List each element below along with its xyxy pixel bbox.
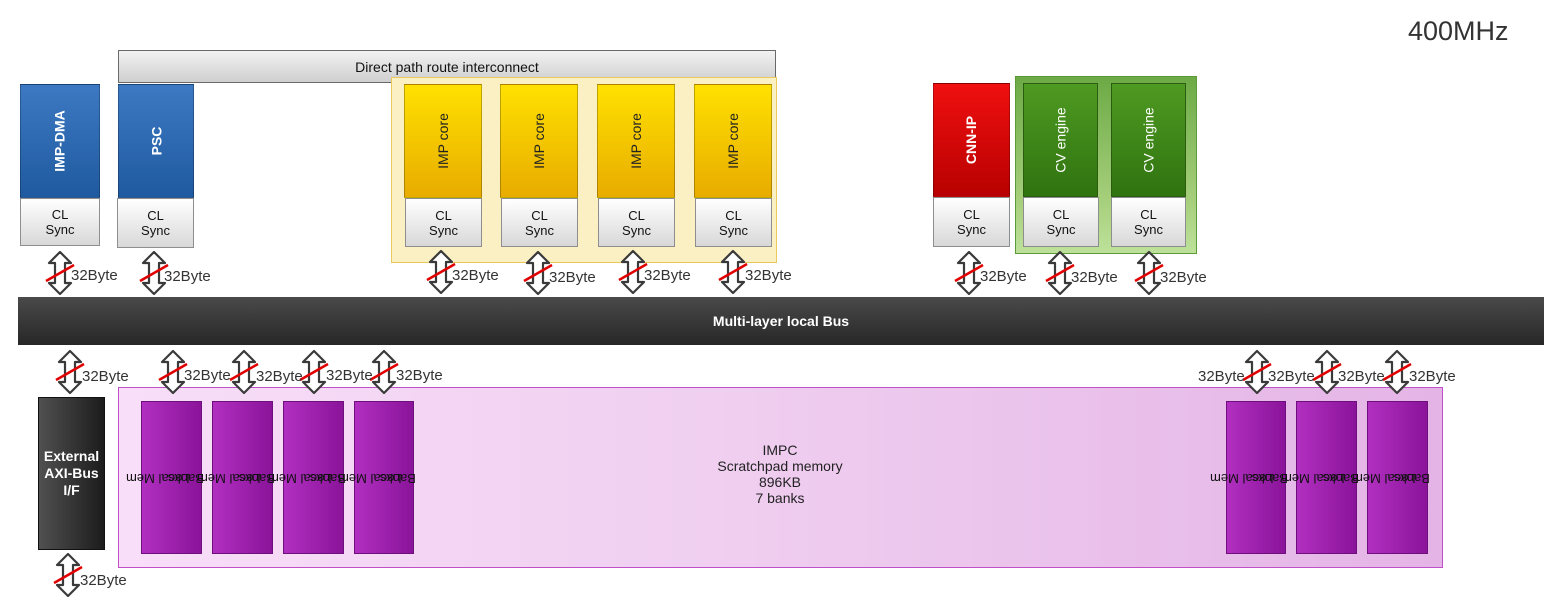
bus-width-label: 32Byte: [1268, 368, 1315, 385]
bidirectional-arrow: [157, 349, 189, 395]
bidirectional-arrow: [298, 349, 330, 395]
imp-core-block: IMP core: [694, 84, 772, 198]
scratchpad-description: IMPC Scratchpad memory 896KB 7 banks: [717, 442, 843, 506]
cv-engine-block: CV engine: [1023, 83, 1098, 197]
bidirectional-arrow: [368, 349, 400, 395]
bidirectional-arrow: [1133, 250, 1165, 296]
imp-core-block: IMP core: [597, 84, 675, 198]
cnn-ip-block: CNN-IP: [933, 83, 1010, 197]
bus-width-label: 32Byte: [1338, 368, 1385, 385]
bidirectional-arrow: [717, 249, 749, 295]
bidirectional-arrow: [54, 349, 86, 395]
bidirectional-arrow: [425, 249, 457, 295]
multi-layer-local-bus: Multi-layer local Bus: [18, 297, 1544, 345]
imp-core-block: IMP core: [404, 84, 482, 198]
bidirectional-arrow: [522, 250, 554, 296]
bidirectional-arrow: [1044, 250, 1076, 296]
bus-width-label: 32Byte: [164, 268, 211, 285]
bus-width-label: 32Byte: [452, 267, 499, 284]
bidirectional-arrow: [1311, 349, 1343, 395]
bus-width-label: 32Byte: [71, 267, 118, 284]
bidirectional-arrow: [1381, 349, 1413, 395]
bus-width-label: 32Byte: [1409, 368, 1456, 385]
bus-width-label: 32Byte: [326, 367, 373, 384]
bus-width-label: 32Byte: [256, 368, 303, 385]
bidirectional-arrow: [617, 249, 649, 295]
bus-width-label: 32Byte: [549, 269, 596, 286]
bus-width-label: 32Byte: [1198, 368, 1245, 385]
imp-core-block: IMP core: [500, 84, 578, 198]
bus-width-label: 32Byte: [1071, 269, 1118, 286]
bus-width-label: 32Byte: [184, 367, 231, 384]
cv-engine-block: CV engine: [1111, 83, 1186, 197]
imp-dma-block: IMP-DMA: [20, 84, 100, 198]
bidirectional-arrow: [1241, 349, 1273, 395]
bidirectional-arrow: [52, 552, 84, 598]
psc-block: PSC: [118, 84, 194, 198]
bidirectional-arrow: [44, 250, 76, 296]
bidirectional-arrow: [228, 349, 260, 395]
bus-width-label: 32Byte: [396, 367, 443, 384]
frequency-label: 400MHz: [1408, 16, 1509, 46]
bidirectional-arrow: [953, 250, 985, 296]
bus-width-label: 32Byte: [745, 267, 792, 284]
bus-width-label: 32Byte: [1160, 269, 1207, 286]
bus-width-label: 32Byte: [80, 572, 127, 589]
bus-width-label: 32Byte: [644, 267, 691, 284]
bus-width-label: 32Byte: [82, 368, 129, 385]
bus-width-label: 32Byte: [980, 268, 1027, 285]
